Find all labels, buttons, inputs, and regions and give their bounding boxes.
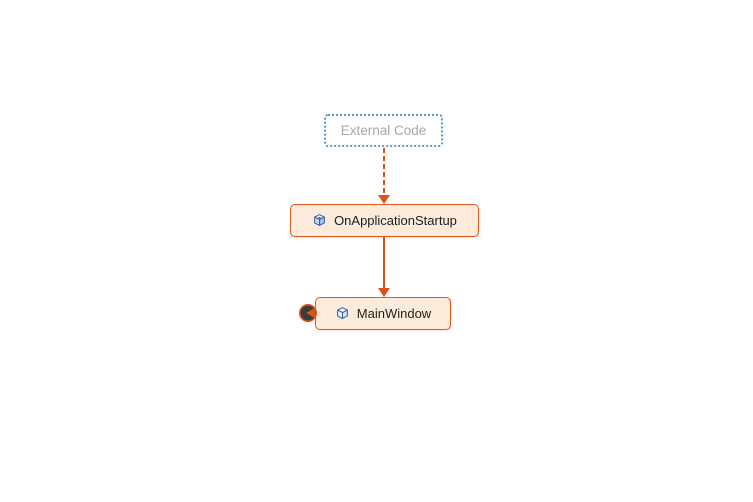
expand-incoming-links-button[interactable]	[298, 303, 318, 323]
node-external-code-label: External Code	[340, 123, 427, 138]
node-on-application-startup[interactable]: OnApplicationStartup	[290, 204, 479, 237]
cube-icon	[314, 214, 325, 226]
edge-startup-to-mainwindow	[378, 237, 390, 297]
arrowhead-icon	[378, 288, 390, 297]
node-main-window[interactable]: MainWindow	[315, 297, 451, 330]
cube-icon	[336, 307, 348, 319]
node-on-application-startup-label: OnApplicationStartup	[334, 213, 457, 228]
node-main-window-label: MainWindow	[356, 306, 432, 321]
edge-external-to-startup	[378, 148, 390, 204]
node-external-code[interactable]: External Code	[324, 114, 443, 147]
arrowhead-icon	[378, 195, 390, 204]
expand-chevron-icon	[299, 304, 317, 322]
